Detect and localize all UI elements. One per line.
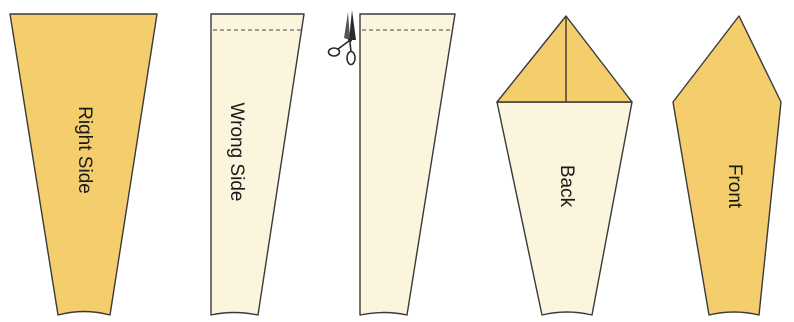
back-folded-triangle bbox=[497, 16, 632, 102]
front-label: Front bbox=[724, 164, 745, 209]
wrong-side-label: Wrong Side bbox=[226, 103, 247, 202]
back-piece: Back bbox=[497, 16, 632, 315]
trimmed-piece bbox=[329, 10, 456, 315]
wrong-side-piece: Wrong Side bbox=[211, 14, 304, 315]
right-side-piece: Right Side bbox=[10, 14, 157, 315]
trimmed-piece-shape bbox=[360, 14, 455, 315]
scissors-icon bbox=[329, 10, 357, 65]
right-side-label: Right Side bbox=[74, 106, 95, 194]
wrong-side-shape bbox=[211, 14, 304, 315]
back-label: Back bbox=[556, 165, 577, 208]
front-piece: Front bbox=[673, 16, 781, 315]
back-body-shape bbox=[497, 102, 632, 315]
